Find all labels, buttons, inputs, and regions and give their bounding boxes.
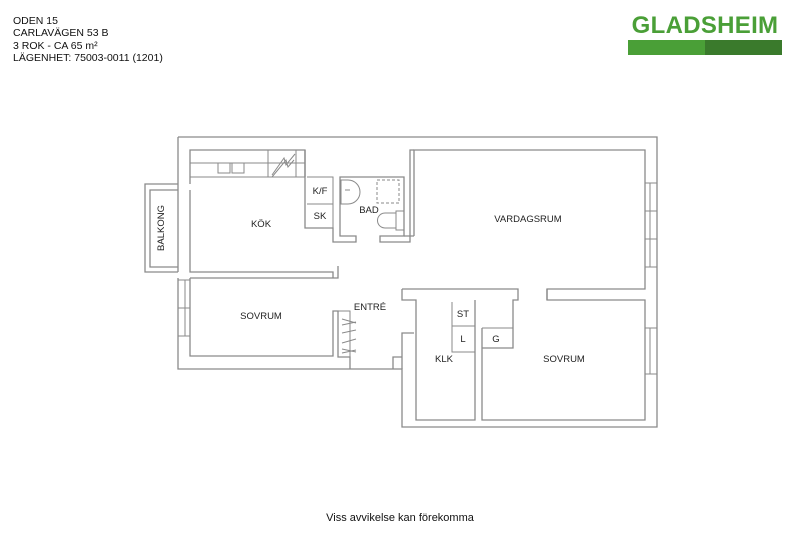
apartment-info: ODEN 15 CARLAVÄGEN 53 B 3 ROK - CA 65 m²…	[13, 15, 163, 64]
fridge-cabinet-boxes	[307, 176, 334, 228]
room-label-bad: BAD	[359, 205, 379, 216]
disclaimer: Viss avvikelse kan förekomma	[326, 512, 474, 524]
address: CARLAVÄGEN 53 B	[13, 27, 109, 40]
logo-bar	[628, 40, 782, 55]
label-sk: SK	[314, 211, 327, 222]
property-name: ODEN 15	[13, 15, 58, 27]
logo-text: GLADSHEIM	[631, 12, 779, 39]
living-room-walls	[404, 149, 646, 421]
entry-wall	[392, 332, 414, 369]
toilet-icon	[377, 210, 405, 231]
room-label-kok: KÖK	[251, 219, 272, 230]
kitchen-bath-wall	[304, 149, 414, 243]
balcony	[144, 183, 178, 273]
apartment-number: LÄGENHET: 75003-0011 (1201)	[13, 51, 163, 64]
outer-wall	[177, 136, 658, 428]
bedroom-left-walls	[189, 278, 351, 369]
storage-boxes	[451, 302, 513, 353]
label-g: G	[492, 334, 499, 345]
room-label-vardagsrum: VARDAGSRUM	[494, 214, 561, 225]
kitchen-counter	[190, 150, 305, 178]
hangers-icon	[341, 318, 357, 354]
gladsheim-logo: GLADSHEIM	[628, 12, 782, 55]
room-label-klk: KLK	[435, 354, 454, 365]
room-label-sovrum-left: SOVRUM	[240, 311, 282, 322]
sink-icon	[340, 179, 361, 205]
wardrobe	[337, 310, 351, 358]
stove-icon	[271, 153, 296, 178]
shower-area	[376, 179, 400, 204]
label-st: ST	[457, 309, 469, 320]
room-label-entre: ENTRÉ	[354, 302, 386, 313]
window-bedroom-left	[177, 279, 190, 337]
room-count-area: 3 ROK - CA 65 m²	[13, 39, 98, 52]
hall-walls	[401, 288, 548, 421]
window-bedroom-right	[644, 327, 657, 375]
label-kf: K/F	[313, 186, 328, 197]
room-label-balkong: BALKONG	[156, 205, 167, 251]
label-l: L	[460, 334, 465, 345]
room-label-sovrum-right: SOVRUM	[543, 354, 585, 365]
window-living	[644, 182, 657, 268]
